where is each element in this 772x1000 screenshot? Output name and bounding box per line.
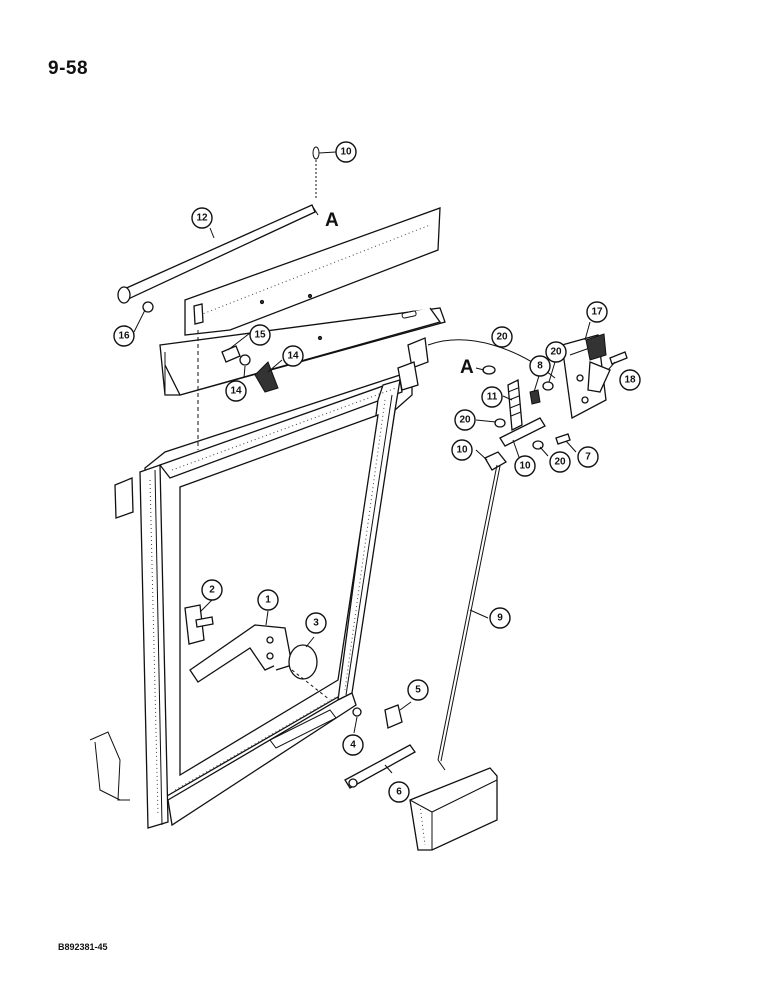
callout-1: 1 <box>257 589 279 611</box>
callout-20c: 20 <box>549 451 571 473</box>
pin-17 <box>142 301 154 313</box>
callout-18: 17 <box>586 301 608 323</box>
door-hinge <box>114 477 134 519</box>
door-top-rail <box>158 379 403 479</box>
bolt-19 <box>609 351 628 365</box>
callout-10-upper: 10 <box>335 141 357 163</box>
svg-text:6: 6 <box>396 787 402 798</box>
callout-9: 9 <box>489 607 511 629</box>
callout-2: 2 <box>201 579 223 601</box>
callout-20a: 20 <box>491 326 513 348</box>
lock-cylinder-2 <box>184 604 205 645</box>
svg-text:4: 4 <box>350 740 356 751</box>
svg-text:11: 11 <box>487 392 498 403</box>
svg-text:3: 3 <box>313 618 319 629</box>
lever-11 <box>499 417 546 447</box>
svg-text:17: 17 <box>591 307 603 318</box>
rod-end <box>117 286 131 304</box>
svg-text:8: 8 <box>537 361 543 372</box>
callout-5: 5 <box>407 679 429 701</box>
callout-16: 15 <box>249 324 271 346</box>
callout-12: 11 <box>481 386 503 408</box>
linkage-bracket <box>407 337 429 369</box>
svg-text:9: 9 <box>497 613 503 624</box>
svg-text:20: 20 <box>554 457 566 468</box>
svg-text:14: 14 <box>230 386 242 397</box>
nut-15 <box>239 354 251 366</box>
callout-11: 10 <box>514 455 536 477</box>
door-left-post <box>139 464 169 829</box>
lower-parts <box>344 704 416 789</box>
lower-right-box <box>409 767 498 851</box>
callout-3: 3 <box>305 612 327 634</box>
callout-7: 7 <box>577 446 599 468</box>
strap-6 <box>344 744 416 789</box>
callout-20d: 20 <box>545 341 567 363</box>
callout-4: 4 <box>342 734 364 756</box>
svg-text:20: 20 <box>459 415 471 426</box>
callout-15: 14 <box>225 380 247 402</box>
callout-17: 16 <box>113 325 135 347</box>
striker-14 <box>254 361 279 393</box>
handle-assembly <box>184 604 331 701</box>
svg-text:20: 20 <box>550 347 562 358</box>
pin-8 <box>529 389 541 405</box>
washer-20b <box>494 418 506 428</box>
page-number: 9-58 <box>48 58 89 79</box>
plate-3 <box>288 644 318 680</box>
rod-9 <box>437 451 507 771</box>
lower-box <box>409 767 498 851</box>
door-frame <box>89 374 413 829</box>
svg-text:20: 20 <box>496 332 508 343</box>
svg-text:7: 7 <box>585 452 591 463</box>
svg-text:18: 18 <box>624 375 636 386</box>
svg-text:5: 5 <box>415 685 421 696</box>
figure-code: B892381-45 <box>58 942 108 952</box>
reference-letter-a-lower: A <box>460 357 474 378</box>
callout-6: 6 <box>388 781 410 803</box>
svg-text:2: 2 <box>209 585 215 596</box>
callout-8: 8 <box>529 355 551 377</box>
reference-letter-a-upper: A <box>325 210 339 231</box>
screw-7 <box>555 433 571 445</box>
vertical-bolt <box>193 303 204 450</box>
svg-text:1: 1 <box>265 595 271 606</box>
washer-20c <box>532 440 544 450</box>
callout-19: 18 <box>619 369 641 391</box>
callout-20b: 20 <box>454 409 476 431</box>
svg-text:10: 10 <box>456 445 468 456</box>
svg-text:14: 14 <box>287 351 299 362</box>
svg-text:12: 12 <box>196 213 208 224</box>
bracket-5 <box>384 704 403 729</box>
nut-4 <box>352 707 362 717</box>
spring-12 <box>507 378 523 432</box>
callout-14: 14 <box>282 345 304 367</box>
latch-striker-parts <box>221 345 279 393</box>
door-bottom-rail <box>167 692 357 827</box>
rod-13 <box>117 204 319 313</box>
svg-text:16: 16 <box>118 331 130 342</box>
lower-left-bracket <box>89 731 130 801</box>
door-window-opening <box>179 414 379 777</box>
svg-text:10: 10 <box>340 147 352 158</box>
callout-10-lower: 10 <box>451 439 473 461</box>
cotter-pin-upper <box>312 146 320 200</box>
washer-20a <box>482 365 496 375</box>
callout-13: 12 <box>191 207 213 229</box>
svg-text:10: 10 <box>519 461 531 472</box>
washer-20d <box>542 381 554 391</box>
latch-assembly <box>397 333 628 450</box>
svg-text:15: 15 <box>254 330 266 341</box>
rod-9-head <box>484 451 507 471</box>
